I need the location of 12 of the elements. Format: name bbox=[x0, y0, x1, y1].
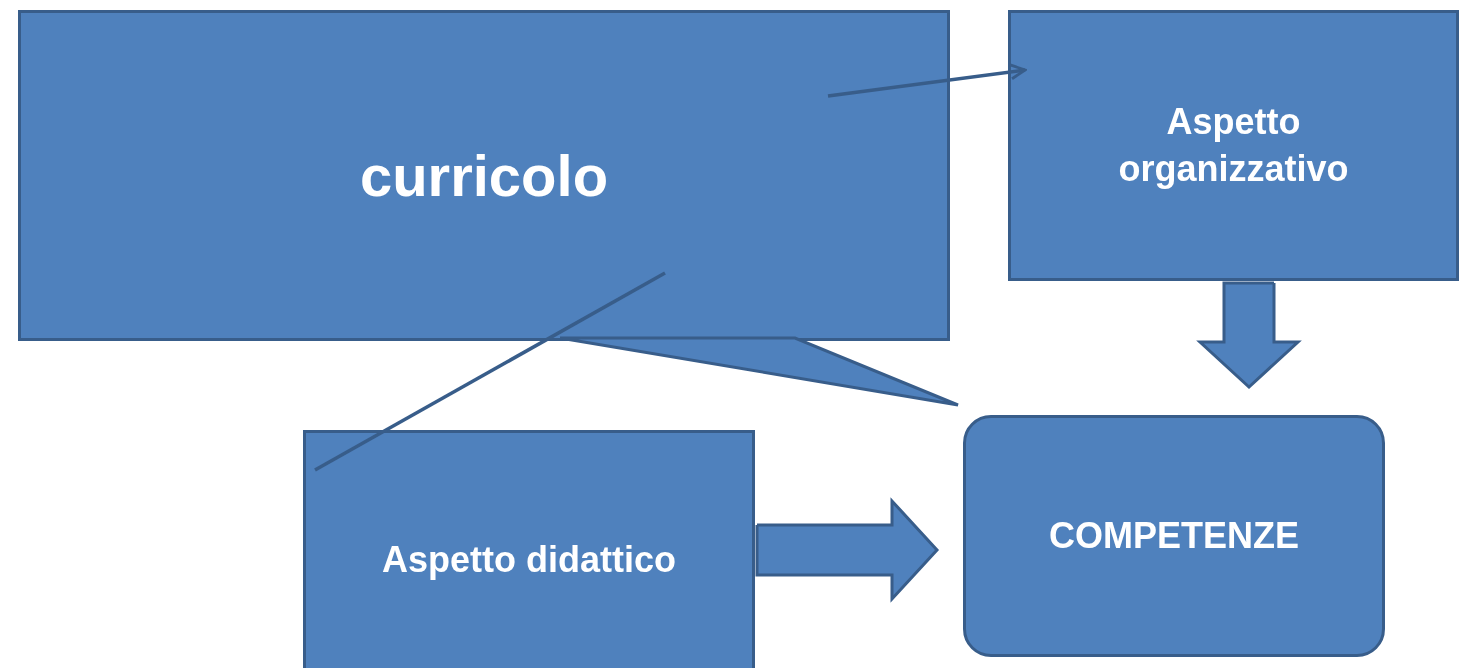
process-box bbox=[303, 430, 755, 668]
connector-line bbox=[314, 271, 666, 472]
process-box bbox=[1008, 10, 1459, 281]
block-arrow bbox=[1196, 281, 1302, 390]
block-arrow bbox=[755, 497, 940, 603]
node-label: Aspetto organizzativo bbox=[1117, 99, 1350, 191]
callout-pointer bbox=[558, 336, 960, 407]
node-label: COMPETENZE bbox=[1049, 513, 1299, 558]
node-label: Aspetto didattico bbox=[382, 537, 676, 582]
arrow bbox=[827, 63, 1027, 98]
rounded-box bbox=[963, 415, 1385, 657]
node-label: curricolo bbox=[359, 141, 609, 210]
